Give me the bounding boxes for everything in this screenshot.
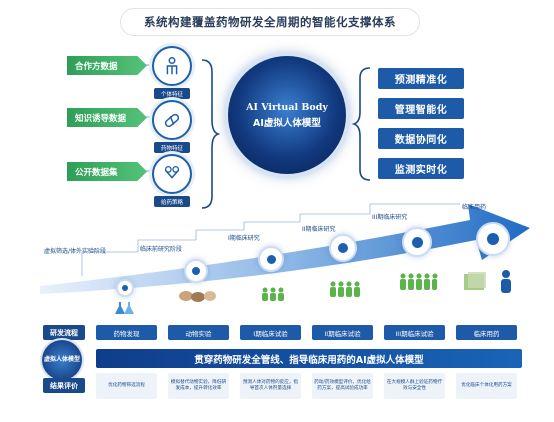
result-cell-phase3: 在大规模人群上验证药物疗效与安全性 [384,373,445,399]
stage-node-phase1 [258,246,284,272]
person-icon [166,57,178,75]
stage-node-clinical-use [476,222,510,256]
stage-node-screening [116,279,134,297]
stage-label-phase1: I期临床研究 [228,235,260,242]
source-tag-partner: 合作方数据 [67,56,147,75]
source-tag-public: 公开数据集 [67,162,147,181]
feature-label-individual: 个体特征 [154,88,190,99]
process-cell-phase3: III期临床试验 [384,325,445,340]
feature-circle-drug [152,100,192,140]
result-cell-phase1: 预测人体对药物的反应，指导首次人体剂量选择 [240,373,301,399]
group-icon-medium [330,281,360,297]
stage-node-preclinical [184,259,208,283]
stage-node-phase3 [402,227,432,257]
clinical-use-icon [464,270,511,293]
capability-management: 管理智能化 [378,98,464,119]
pipeline-arrow [40,203,530,294]
results-row-head: 结果评价 [43,378,85,393]
pill-icon [164,166,180,179]
feature-circle-individual [152,46,192,86]
group-icon-large [400,273,438,290]
result-cell-discovery: 优化药物筛选流程 [96,373,157,399]
process-cell-animal: 动物实验 [168,325,229,340]
core-title-zh: AI虚拟人体模型 [253,117,321,129]
result-cell-phase2: 药动/药效模型评价，优化给药方案，提高试验成功率 [312,373,373,399]
process-cell-phase1: I期临床试验 [240,325,301,340]
right-brace [352,67,371,181]
feature-label-dosing: 给药策略 [154,196,190,207]
process-cell-discovery: 药物发现 [96,325,157,340]
result-cell-animal: 模拟替代动物实验，降低研发成本，提升转化效率 [168,373,229,399]
group-icon-small [262,287,284,301]
flask-icon [115,302,134,314]
core-title-en: AI Virtual Body [246,101,328,113]
page-title: 系统构建覆盖药物研发全周期的智能化支撑体系 [120,8,420,36]
ai-virtual-body-core: AI Virtual Body AI虚拟人体模型 [228,56,346,174]
capability-prediction: 预测精准化 [378,68,464,89]
model-bar: 贯穿药物研发全管线、指导临床用药的AI虚拟人体模型 [96,349,522,368]
virtual-model-badge: 虚拟人体模型 [42,340,82,380]
stage-label-phase3: III期临床研究 [372,214,408,221]
stage-label-preclinical: 临床前研究阶段 [140,246,183,253]
stage-node-phase2 [329,234,357,262]
result-cell-clinical-use: 优化临床个体化用药方案 [456,373,517,399]
feature-label-drug: 药物特征 [154,142,190,153]
capability-monitoring: 监测实时化 [378,158,464,179]
stage-label-clinical-use: 临床用药 [462,204,487,211]
source-tag-knowledge: 知识诱导数据 [67,108,147,127]
process-cell-phase2: II期临床试验 [312,325,373,340]
stage-label-screening: 虚拟筛选/体外实验阶段 [44,248,107,255]
process-cell-clinical-use: 临床用药 [456,325,517,340]
capability-data: 数据协同化 [378,128,464,149]
animal-icon [179,291,216,302]
stage-label-phase2: II期临床研究 [302,226,336,233]
capsule-icon [164,113,180,128]
left-brace [201,59,220,209]
feature-circle-dosing [152,154,192,194]
process-row-head: 研发流程 [43,325,85,340]
